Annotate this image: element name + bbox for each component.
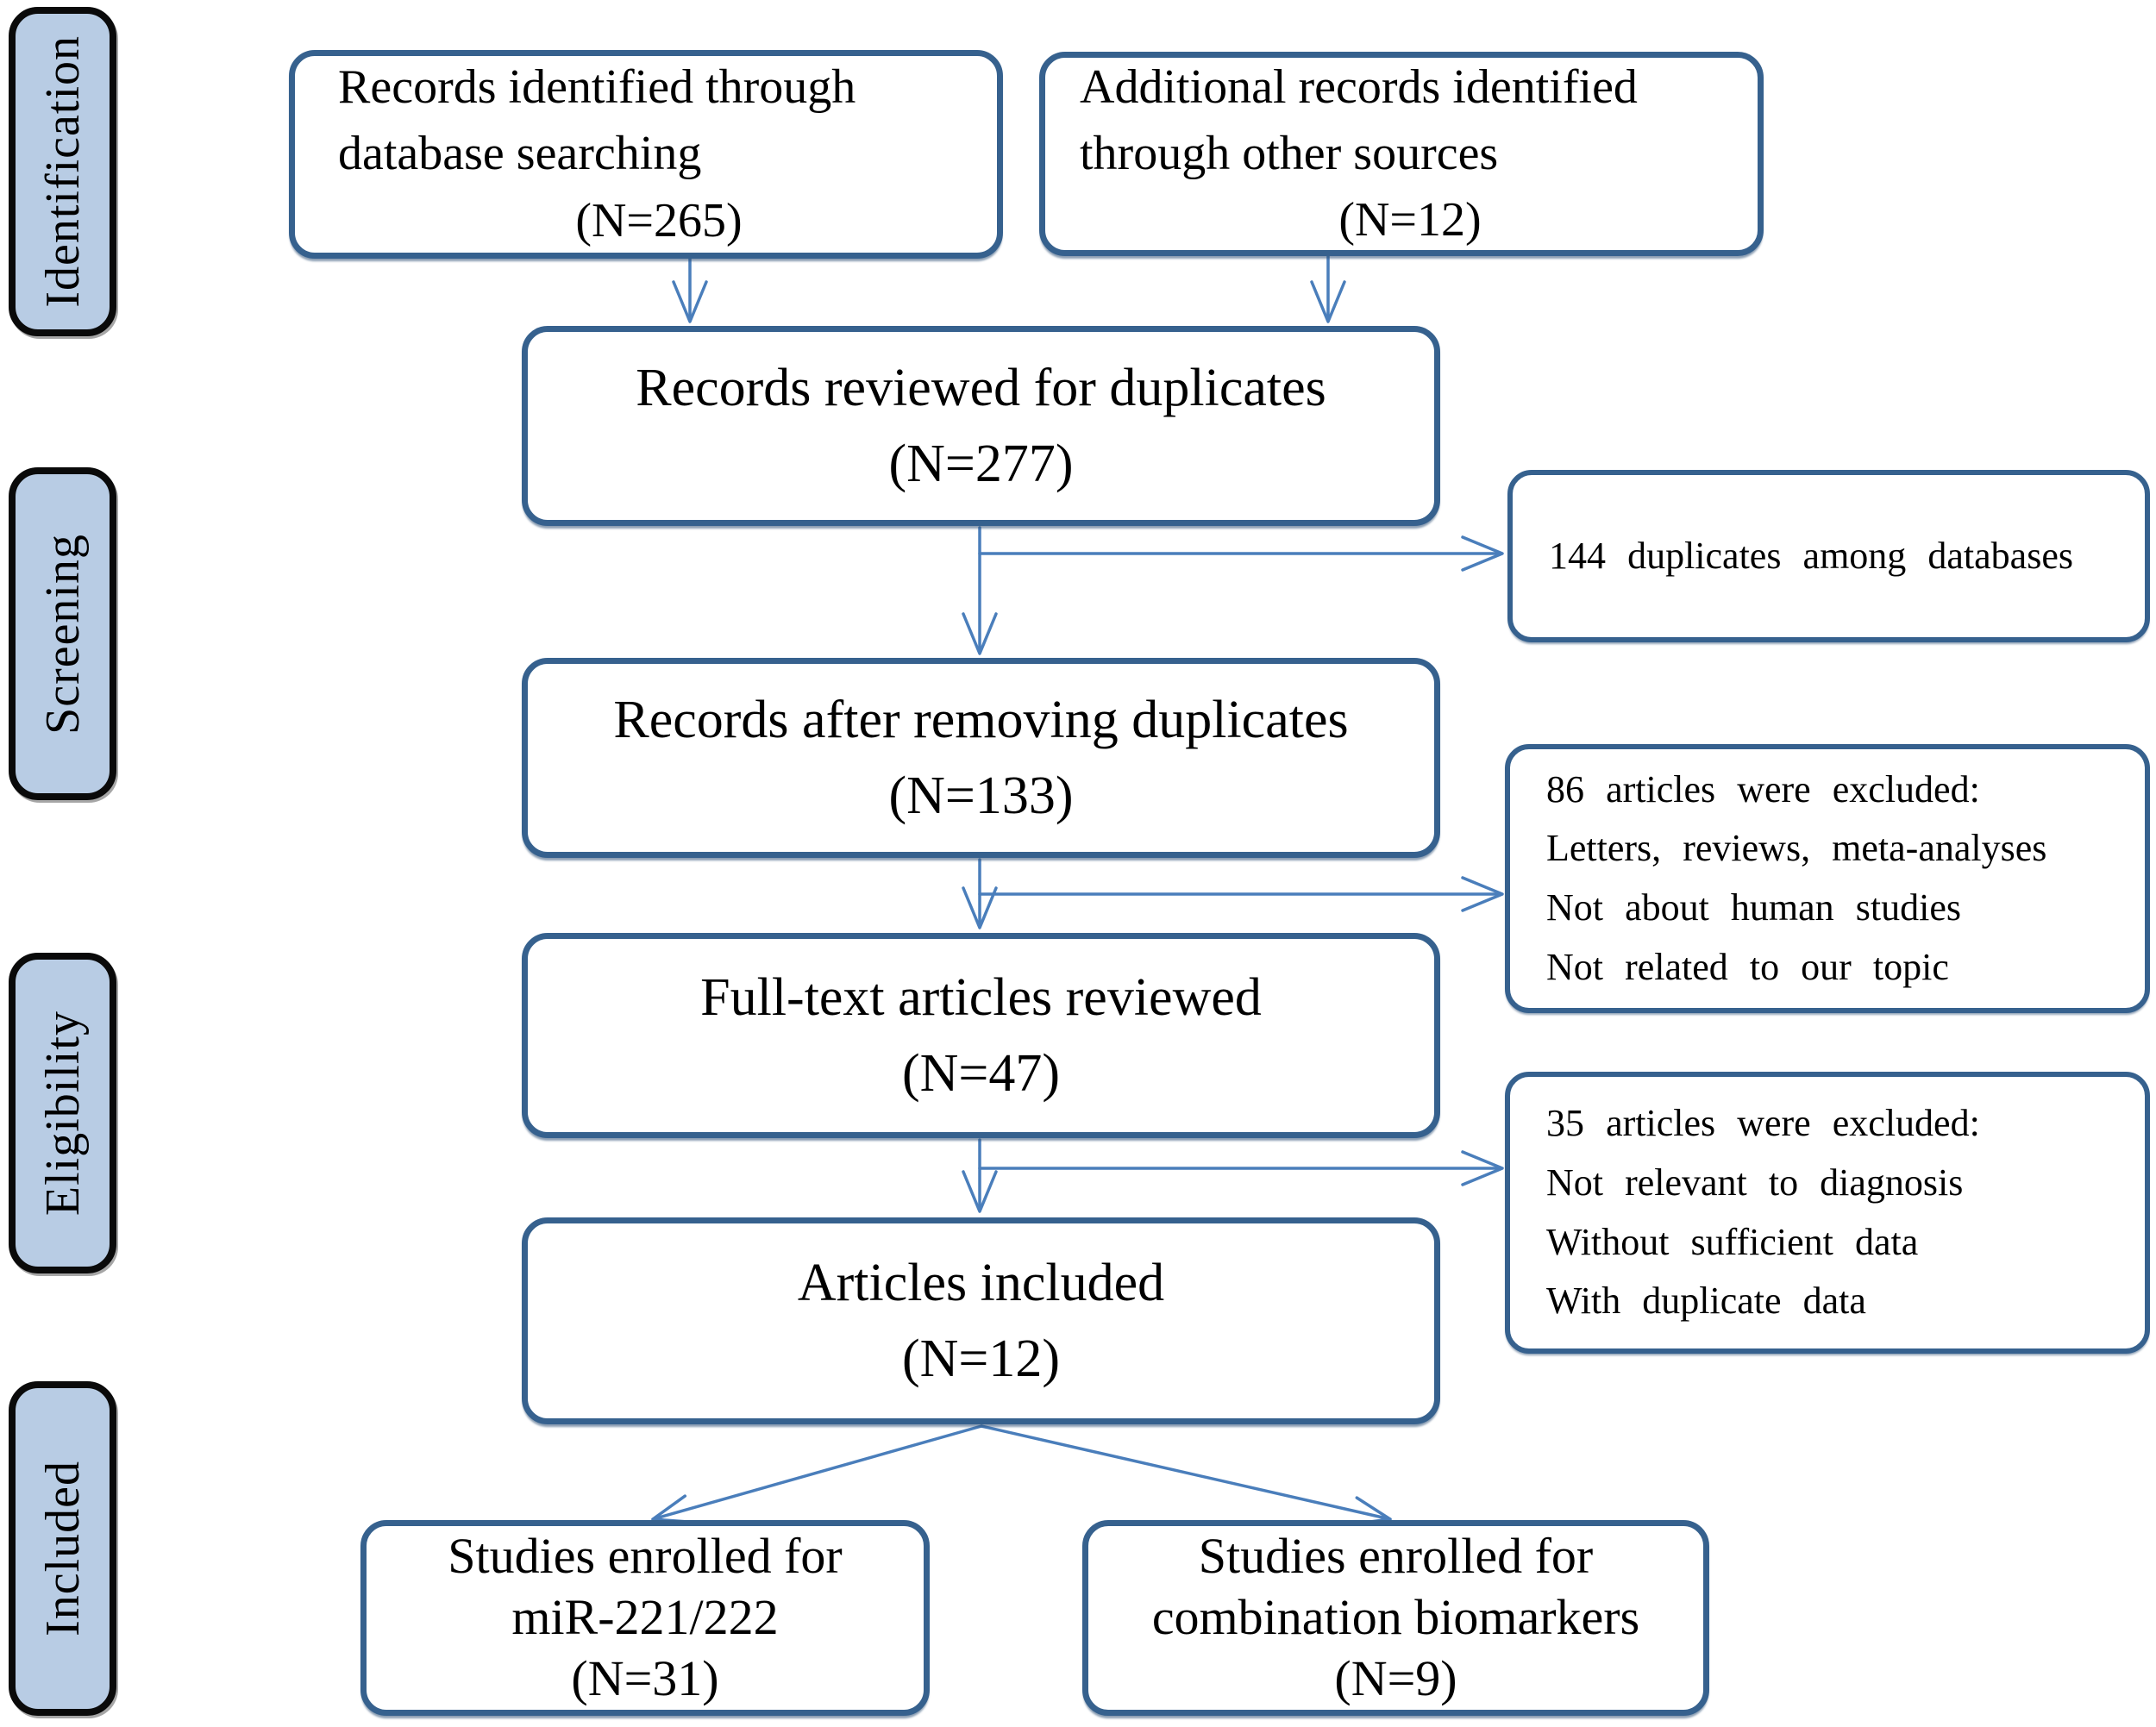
box-additional-records: Additional records identified through ot… xyxy=(1039,52,1764,256)
box-count: (N=12) xyxy=(1338,193,1482,247)
arrow-after-dedup-to-fulltext xyxy=(962,858,998,929)
box-line: miR-221/222 xyxy=(511,1589,779,1646)
box-records-reviewed-duplicates: Records reviewed for duplicates (N=277) xyxy=(522,326,1440,526)
box-records-identified-database: Records identified through database sear… xyxy=(289,50,1003,259)
stage-eligibility: Eligibility xyxy=(9,953,116,1273)
stage-screening: Screening xyxy=(9,467,116,800)
box-count: (N=265) xyxy=(575,193,743,247)
sidebox-line: Not relevant to diagnosis xyxy=(1546,1161,1964,1204)
arrow-fulltext-to-included xyxy=(962,1138,998,1213)
box-line: Articles included xyxy=(797,1253,1165,1312)
box-count: (N=9) xyxy=(1334,1649,1457,1706)
box-line: Records identified through xyxy=(338,60,856,115)
box-fulltext-reviewed: Full-text articles reviewed (N=47) xyxy=(522,933,1440,1138)
box-line: Studies enrolled for xyxy=(1198,1528,1594,1585)
arrow-db-search-to-dedup xyxy=(672,257,708,323)
sidebox-86-articles-excluded: 86 articles were excluded: Letters, revi… xyxy=(1505,744,2150,1013)
sidebox-line: Without sufficient data xyxy=(1546,1220,1919,1263)
arrow-included-to-mir221 xyxy=(651,1424,983,1524)
box-line: Additional records identified xyxy=(1080,59,1638,114)
box-studies-mir221-222: Studies enrolled for miR-221/222 (N=31) xyxy=(360,1520,930,1716)
sidebox-line: Letters, reviews, meta-analyses xyxy=(1546,827,2047,870)
sidebox-line: With duplicate data xyxy=(1546,1280,1866,1323)
box-count: (N=47) xyxy=(901,1044,1061,1103)
arrow-included-to-combination xyxy=(980,1424,1392,1526)
sidebox-line: Not about human studies xyxy=(1546,886,1961,929)
sidebox-line: 86 articles were excluded: xyxy=(1546,767,1980,810)
box-count: (N=133) xyxy=(888,767,1074,825)
box-count: (N=277) xyxy=(888,435,1074,493)
sidebox-line: Not related to our topic xyxy=(1546,945,1949,988)
sidebox-line: 144 duplicates among databases xyxy=(1549,534,2073,577)
stage-identification-label: Identification xyxy=(35,35,90,308)
stage-included-label: Included xyxy=(35,1461,90,1636)
stage-identification: Identification xyxy=(9,7,116,336)
sidebox-duplicates-among-databases: 144 duplicates among databases xyxy=(1507,470,2150,642)
box-line: through other sources xyxy=(1080,126,1499,180)
sidebox-35-articles-excluded: 35 articles were excluded: Not relevant … xyxy=(1505,1072,2150,1354)
stage-eligibility-label: Eligibility xyxy=(35,1010,90,1217)
box-studies-combination-biomarkers: Studies enrolled for combination biomark… xyxy=(1082,1520,1709,1716)
box-line: Studies enrolled for xyxy=(448,1528,843,1585)
box-line: Full-text articles reviewed xyxy=(700,967,1262,1027)
arrow-dedup-to-after-dedup xyxy=(962,526,998,655)
sidebox-line: 35 articles were excluded: xyxy=(1546,1102,1980,1145)
stage-screening-label: Screening xyxy=(35,533,90,735)
box-line: combination biomarkers xyxy=(1151,1589,1640,1646)
box-count: (N=31) xyxy=(571,1649,719,1706)
box-articles-included: Articles included (N=12) xyxy=(522,1217,1440,1424)
box-count: (N=12) xyxy=(901,1330,1061,1388)
box-line: Records after removing duplicates xyxy=(613,690,1349,749)
arrow-branch-duplicates xyxy=(978,535,1504,572)
arrow-other-sources-to-dedup xyxy=(1310,254,1346,323)
box-line: Records reviewed for duplicates xyxy=(636,358,1326,417)
arrow-branch-excluded35 xyxy=(978,1150,1504,1186)
box-records-after-removing-duplicates: Records after removing duplicates (N=133… xyxy=(522,658,1440,858)
stage-included: Included xyxy=(9,1381,116,1716)
arrow-branch-excluded86 xyxy=(978,876,1504,912)
box-line: database searching xyxy=(338,127,702,181)
